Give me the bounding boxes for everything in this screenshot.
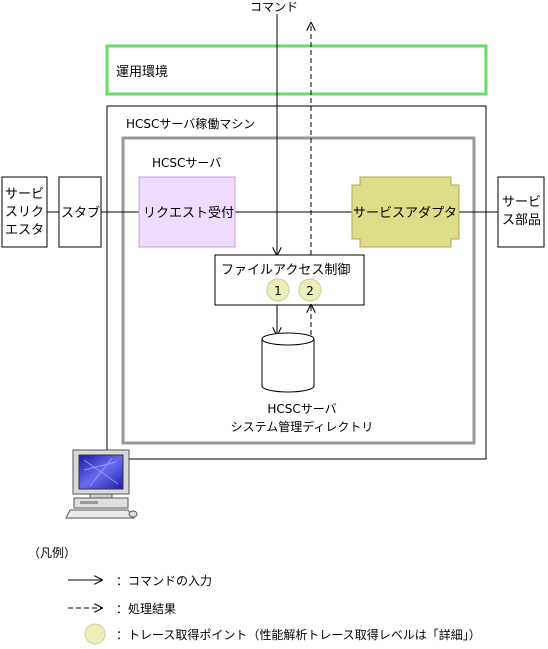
service-requester-line1: サービ [5,187,44,202]
stub-label: スタブ [61,205,100,221]
computer-icon [65,449,138,519]
machine-label: HCSCサーバ稼働マシン [126,116,255,131]
machine-box [106,105,487,460]
server-label: HCSCサーバ [152,156,221,170]
directory-line2: システム管理ディレクトリ [231,419,374,434]
environment-label: 運用環境 [116,65,168,80]
service-requester-box [1,176,48,248]
directory-cylinder-icon [261,332,315,393]
command-label: コマンド [250,0,298,14]
service-component-line1: サービ [502,195,541,210]
file-access-label: ファイルアクセス制御 [221,263,350,278]
service-component-box [497,176,545,248]
legend-trace-circle-icon [84,623,106,645]
service-requester-line3: エスタ [5,223,44,238]
trace-point-1-label: 1 [274,284,282,298]
legend-title: （凡例） [28,546,76,560]
stub-box [58,176,102,248]
request-acceptance-box [138,176,236,248]
service-adapter-shape [351,176,460,248]
trace-point-1 [266,278,290,302]
environment-box [105,44,488,96]
service-component-line2: ス部品 [502,213,541,228]
legend-item-result: ：処理結果 [116,602,176,616]
service-adapter-label: サービスアダプタ [353,206,457,221]
request-acceptance-label: リクエスト受付 [143,206,234,221]
legend-item-command: ：コマンドの入力 [116,574,212,588]
server-box [121,136,476,445]
service-requester-line2: スリク [5,205,44,220]
trace-point-2-label: 2 [306,284,314,298]
legend-item-trace: ：トレース取得ポイント（性能解析トレース取得レベルは「詳細」） [116,627,481,642]
trace-point-2 [298,278,322,302]
directory-line1: HCSCサーバ [267,402,336,416]
file-access-box [214,254,365,306]
